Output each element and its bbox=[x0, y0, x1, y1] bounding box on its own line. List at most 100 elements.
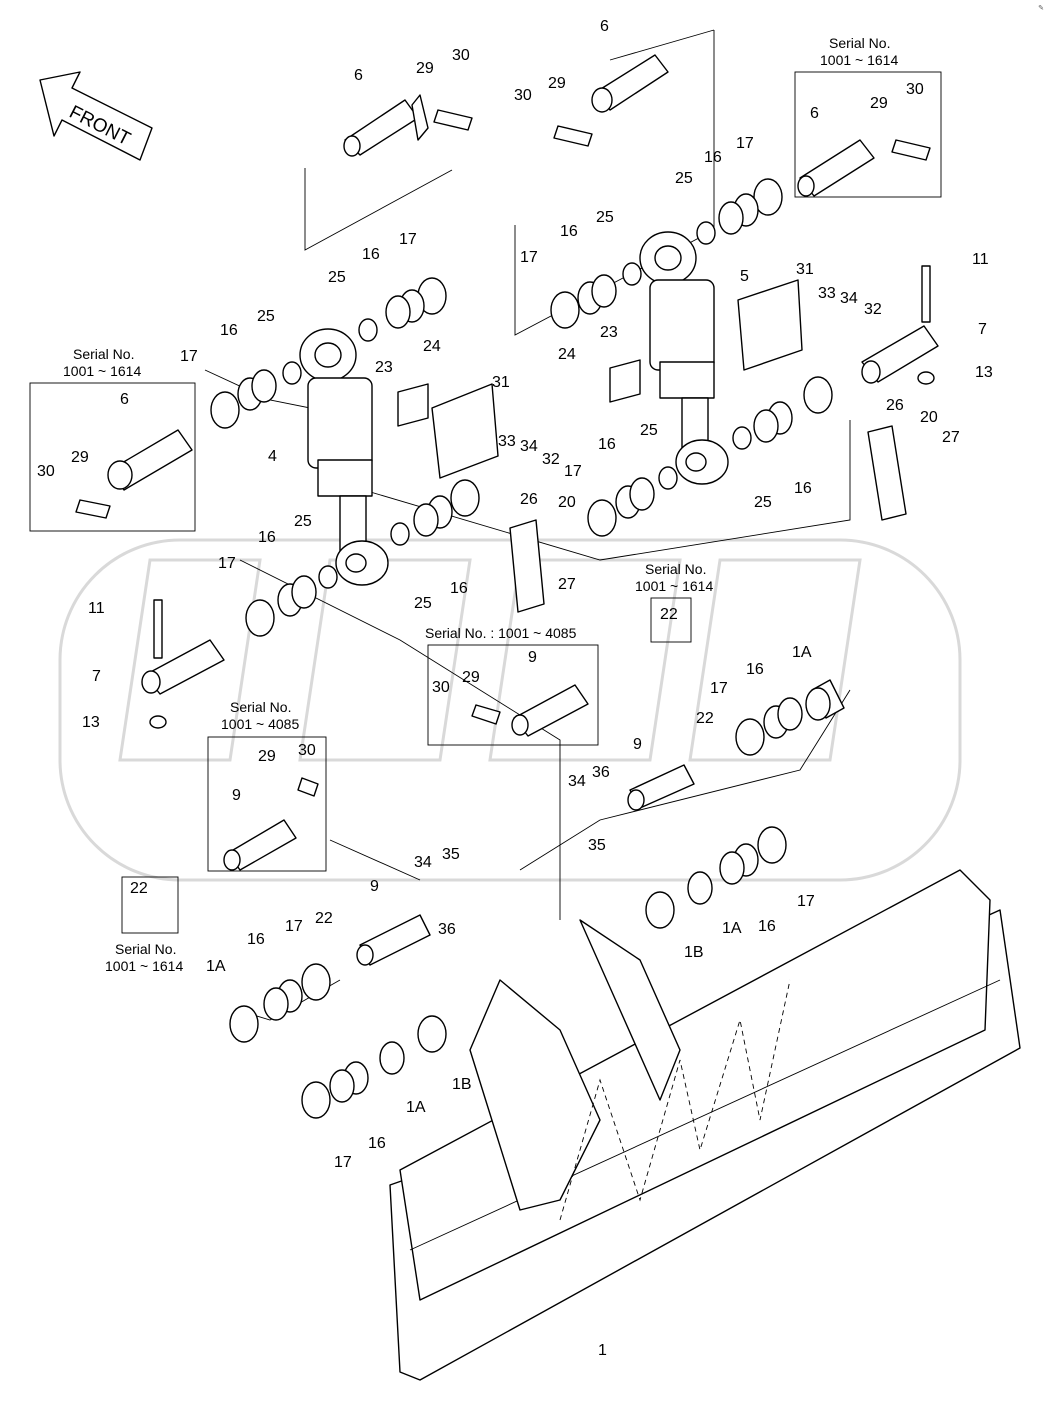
callout: 22 bbox=[130, 880, 148, 897]
callout: 23 bbox=[375, 359, 393, 376]
callout: 25 bbox=[675, 170, 693, 187]
serial-label: Serial No. bbox=[115, 941, 176, 957]
callout: 11 bbox=[972, 251, 989, 268]
callout: 36 bbox=[438, 921, 456, 938]
callout: 30 bbox=[432, 679, 450, 696]
callout: 29 bbox=[870, 95, 888, 112]
serial-label: Serial No. : 1001 ~ 4085 bbox=[425, 625, 577, 641]
callout: 16 bbox=[794, 480, 812, 497]
callout: 6 bbox=[810, 105, 819, 122]
callout: 25 bbox=[328, 269, 346, 286]
callout: 1B bbox=[684, 944, 704, 961]
callout: 34 bbox=[840, 290, 858, 307]
pins bbox=[107, 54, 939, 966]
callout: 6 bbox=[354, 67, 363, 84]
callout: 16 bbox=[758, 918, 776, 935]
serial-label: 1001 ~ 1614 bbox=[105, 958, 183, 974]
callout: 35 bbox=[588, 837, 606, 854]
callout: 32 bbox=[864, 301, 882, 318]
callout: 7 bbox=[978, 321, 987, 338]
callout: 17 bbox=[399, 231, 417, 248]
serial-label: 1001 ~ 1614 bbox=[63, 363, 141, 379]
callout: 1A bbox=[206, 958, 226, 975]
callout: 5 bbox=[740, 268, 749, 285]
serial-label: Serial No. bbox=[230, 699, 291, 715]
callout: 17 bbox=[564, 463, 582, 480]
callout: 17 bbox=[218, 555, 236, 572]
callout: 9 bbox=[232, 787, 241, 804]
front-arrow: FRONT bbox=[39, 71, 153, 161]
callout: 20 bbox=[920, 409, 938, 426]
callout: 24 bbox=[558, 346, 576, 363]
serial-label: 1001 ~ 1614 bbox=[820, 52, 898, 68]
serial-labels: Serial No. 1001 ~ 1614 Serial No. 1001 ~… bbox=[63, 35, 898, 974]
callout: 29 bbox=[416, 60, 434, 77]
callout: 23 bbox=[600, 324, 618, 341]
callout: 1B bbox=[452, 1076, 472, 1093]
callout: 36 bbox=[592, 764, 610, 781]
callout: 17 bbox=[736, 135, 754, 152]
serial-label: 1001 ~ 4085 bbox=[221, 716, 299, 732]
callout: 33 bbox=[818, 285, 836, 302]
callout: 1A bbox=[406, 1099, 426, 1116]
callout: 25 bbox=[414, 595, 432, 612]
callout: 16 bbox=[368, 1135, 386, 1152]
callout: 7 bbox=[92, 668, 101, 685]
washers-bushings bbox=[210, 178, 845, 1119]
cylinder-4 bbox=[299, 328, 389, 586]
callout: 26 bbox=[886, 397, 904, 414]
serial-label: 1001 ~ 1614 bbox=[635, 578, 713, 594]
bucket bbox=[389, 869, 1021, 1381]
callout: 27 bbox=[942, 429, 960, 446]
callout: 30 bbox=[906, 81, 924, 98]
callout: 25 bbox=[640, 422, 658, 439]
callout: 35 bbox=[442, 846, 460, 863]
callout: 29 bbox=[462, 669, 480, 686]
callout: 9 bbox=[370, 878, 379, 895]
callout: 16 bbox=[560, 223, 578, 240]
callout: 22 bbox=[315, 910, 333, 927]
callout: 20 bbox=[558, 494, 576, 511]
callout: 25 bbox=[257, 308, 275, 325]
callout: 16 bbox=[746, 661, 764, 678]
callout: 13 bbox=[975, 364, 993, 381]
callout: 17 bbox=[334, 1154, 352, 1171]
callout: 32 bbox=[542, 451, 560, 468]
serial-label: Serial No. bbox=[829, 35, 890, 51]
callout: 4 bbox=[268, 448, 277, 465]
callout: 34 bbox=[520, 438, 538, 455]
serial-label: Serial No. bbox=[73, 346, 134, 362]
callout: 13 bbox=[82, 714, 100, 731]
callout: 30 bbox=[298, 742, 316, 759]
callout: 25 bbox=[754, 494, 772, 511]
callout: 16 bbox=[362, 246, 380, 263]
callout: 34 bbox=[414, 854, 432, 871]
corner-mark: ✎ bbox=[1038, 5, 1044, 12]
callout: 6 bbox=[120, 391, 129, 408]
callout: 22 bbox=[660, 606, 678, 623]
callout: 1A bbox=[792, 644, 812, 661]
callout: 26 bbox=[520, 491, 538, 508]
callout: 1A bbox=[722, 920, 742, 937]
callout: 31 bbox=[492, 374, 510, 391]
hardware bbox=[75, 109, 935, 797]
callout: 31 bbox=[796, 261, 814, 278]
callout: 25 bbox=[596, 209, 614, 226]
callout: 34 bbox=[568, 773, 586, 790]
callout: 29 bbox=[71, 449, 89, 466]
callout-labels: 6 29 30 6 29 30 6 29 30 6 29 30 16 17 25… bbox=[37, 18, 993, 1359]
callout: 11 bbox=[88, 600, 105, 617]
serial-frames bbox=[29, 71, 942, 934]
callout: 9 bbox=[528, 649, 537, 666]
callout: 16 bbox=[220, 322, 238, 339]
cylinder-5 bbox=[639, 231, 729, 485]
callout: 24 bbox=[423, 338, 441, 355]
callout: 30 bbox=[37, 463, 55, 480]
callout: 29 bbox=[258, 748, 276, 765]
callout: 22 bbox=[696, 710, 714, 727]
callout: 17 bbox=[180, 348, 198, 365]
callout: 25 bbox=[294, 513, 312, 530]
callout: 17 bbox=[710, 680, 728, 697]
callout: 1 bbox=[598, 1342, 607, 1359]
